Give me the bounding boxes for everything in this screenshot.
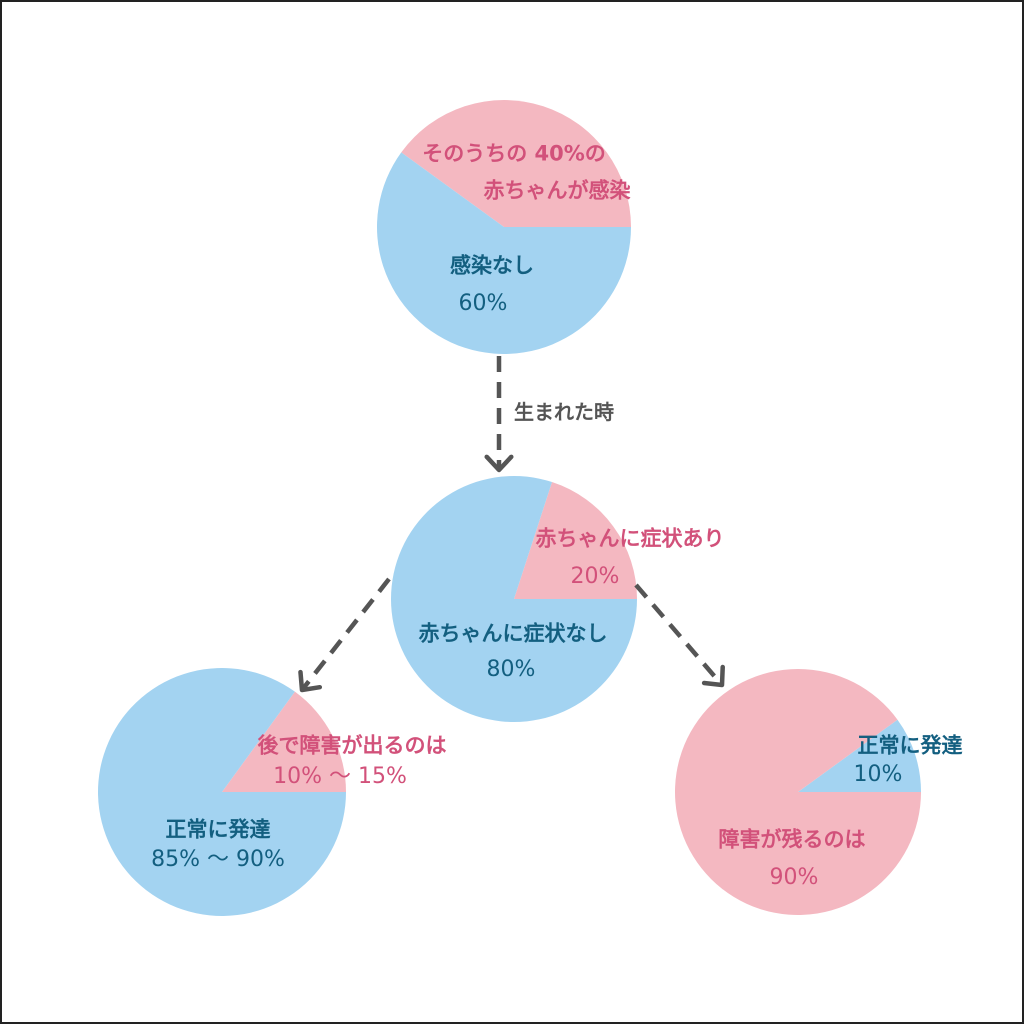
bottom-left-pie-pink-label-line1: 後で障害が出るのは (257, 733, 447, 758)
middle-pie-blue-label-line2: 80% (486, 657, 536, 682)
top-pie-slice-blue (376, 152, 631, 355)
top-pie-blue-label-line2: 60% (458, 291, 508, 316)
bottom-left-pie-blue-label-line2: 85% ～ 90% (151, 847, 285, 872)
middle-pie-blue-label-line1: 赤ちゃんに症状なし (418, 621, 608, 646)
arrow-middle-to-bottom-right-head (701, 664, 725, 688)
arrow-label-birth: 生まれた時 (514, 400, 614, 424)
middle-pie-pink-label-line1: 赤ちゃんに症状あり (535, 526, 725, 551)
bottom-left-pie-blue-label-line1: 正常に発達 (165, 817, 271, 842)
bottom-left-pie-slice-blue (98, 668, 346, 916)
top-pie-blue-label-line1: 感染なし (450, 253, 534, 278)
top-pie-pink-label-line2: 赤ちゃんが感染 (483, 178, 631, 203)
middle-pie-slice-blue (391, 475, 637, 722)
bottom-right-pie-blue-label-line1: 正常に発達 (857, 733, 963, 758)
bottom-right-pie-pink-label-line1: 障害が残るのは (718, 827, 866, 852)
bottom-right-pie-pink-label-line2: 90% (769, 865, 819, 890)
bottom-right-pie-slice-blue (798, 719, 921, 792)
middle-pie-pink-label-line2: 20% (570, 564, 620, 589)
arrow-middle-to-bottom-right-shaft (634, 583, 724, 687)
bottom-right-pie-blue-label-line2: 10% (853, 762, 903, 787)
bottom-left-pie-pink-label-line2: 10% ～ 15% (273, 764, 407, 789)
middle-pie-slice-pink (514, 482, 637, 599)
top-pie-pink-label-line1: そのうちの 40%の (422, 141, 606, 166)
top-pie-slice-pink (401, 100, 631, 227)
arrow-middle-to-bottom-left-head (298, 669, 323, 693)
arrow-top-to-middle-head (484, 454, 514, 473)
arrow-middle-to-bottom-left-shaft (300, 577, 391, 692)
bottom-right-pie-slice-pink (674, 668, 921, 915)
bottom-left-pie-slice-pink (222, 691, 346, 792)
